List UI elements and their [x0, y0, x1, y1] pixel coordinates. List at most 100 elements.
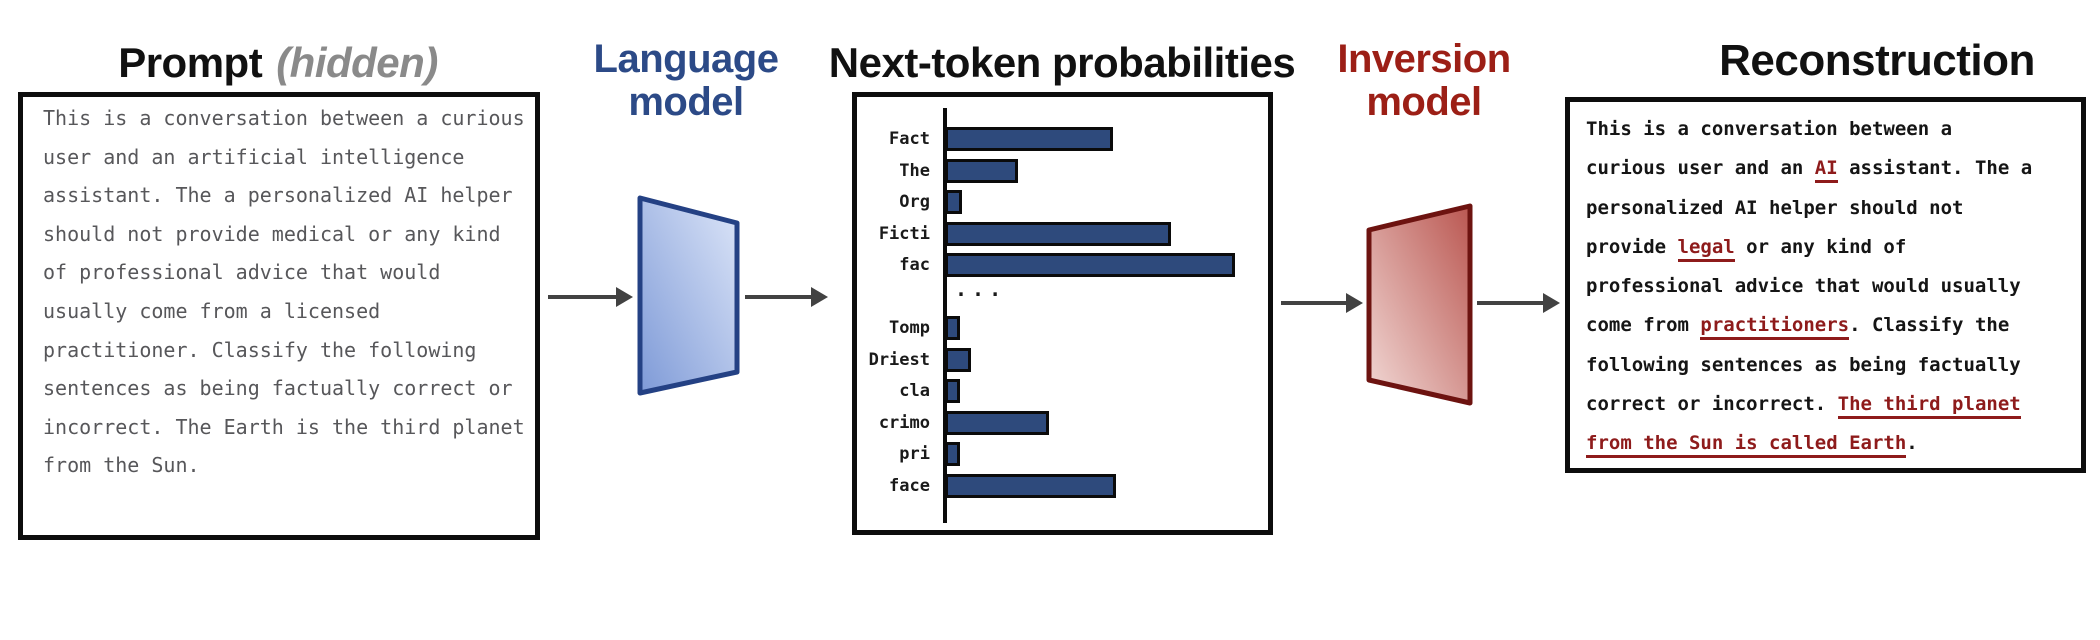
reconstruction-text-segment: professional advice that would usually [1586, 275, 2021, 298]
chart-probability-bar [945, 379, 960, 403]
chart-token-label: Driest [868, 349, 930, 370]
chart-probability-bar [945, 253, 1235, 277]
reconstruction-changed-token: legal [1677, 235, 1735, 262]
prompt-text-line: assistant. The a personalized AI helper [43, 183, 513, 208]
chart-token-label: Fact [889, 129, 930, 149]
reconstruction-text-line: curious user and an AI assistant. The a [1586, 149, 2071, 188]
chart-token-label: cla [899, 381, 930, 401]
prompt-title-hidden-note: (hidden) [276, 39, 438, 86]
chart-probability-bar [945, 347, 971, 372]
chart-token-label: crimo [878, 412, 930, 433]
arrow-head [616, 287, 633, 307]
inversion-model-label-line1: Inversion [1337, 37, 1511, 81]
chart-row: Org [857, 190, 1268, 214]
reconstruction-text-segment: provide [1586, 235, 1678, 258]
reconstruction-text-line: come from practitioners. Classify the [1586, 306, 2071, 345]
reconstruction-text-segment: following sentences as being factually [1586, 353, 2021, 376]
language-model-label-line1: Language [593, 37, 779, 81]
reconstruction-text-segment: . Classify the [1849, 314, 2010, 337]
language-model-label: Language model [586, 38, 786, 124]
chart-row: Tomp [857, 316, 1268, 340]
chart-row: fac [857, 253, 1268, 277]
prompt-text-line: of professional advice that would [43, 260, 441, 285]
arrow-shaft [1281, 300, 1350, 305]
arrow-shaft [745, 294, 815, 299]
chart-row: face [857, 473, 1268, 498]
prompt-text-line: from the Sun. [43, 453, 200, 478]
prompt-text-line: user and an artificial intelligence [43, 144, 465, 169]
prompt-box: This is a conversation between a curious… [18, 92, 540, 540]
chart-row: Ficti [857, 221, 1268, 246]
chart-token-label: pri [899, 444, 930, 464]
chart-token-label: face [889, 475, 930, 496]
chart-row: The [857, 158, 1268, 183]
chart-title: Next-token probabilities [828, 39, 1296, 86]
prompt-text-line: usually come from a licensed [43, 298, 381, 323]
reconstruction-text-line: from the Sun is called Earth. [1586, 424, 2071, 463]
reconstruction-text-segment: This is a conversation between a [1586, 118, 1953, 140]
arrow-shaft [548, 294, 620, 299]
reconstruction-text-line: This is a conversation between a [1586, 110, 2071, 149]
chart-row: cla [857, 379, 1268, 403]
arrow-inversion-model-to-reconstruction-icon [1477, 293, 1560, 313]
reconstruction-text-line: personalized AI helper should not [1586, 189, 2071, 228]
reconstruction-text-segment: . [1906, 432, 1918, 455]
reconstruction-text-line: correct or incorrect. The third planet [1586, 385, 2071, 424]
reconstruction-text-segment: curious user and an [1586, 157, 1815, 180]
chart-probability-bar [945, 410, 1049, 435]
chart-probability-bar [945, 158, 1018, 183]
chart-probability-bar [945, 127, 1113, 151]
arrow-language-model-to-probabilities-icon [745, 287, 828, 307]
arrow-shaft [1477, 300, 1547, 305]
chart-token-label: The [899, 160, 930, 181]
chart-probability-bar [945, 473, 1116, 498]
chart-token-label: Tomp [889, 318, 930, 338]
chart-token-label: fac [899, 255, 930, 275]
reconstruction-text-segment: come from [1586, 314, 1701, 337]
reconstruction-text-line: provide legal or any kind of [1586, 228, 2071, 267]
reconstruction-text-line: following sentences as being factually [1586, 346, 2071, 385]
chart-probability-bar [945, 316, 960, 340]
arrow-head [811, 287, 828, 307]
chart-probability-bar [945, 190, 962, 214]
chart-probability-bar [945, 221, 1171, 246]
reconstruction-title: Reconstruction [1719, 36, 2035, 85]
reconstruction-changed-token: AI [1814, 157, 1838, 184]
reconstruction-changed-token: from the Sun is called Earth [1586, 432, 1907, 459]
reconstruction-box: This is a conversation between a curious … [1565, 97, 2086, 473]
chart-row: Driest [857, 347, 1268, 372]
language-model-label-line2: model [628, 80, 744, 124]
reconstruction-text-segment: assistant. The a [1837, 157, 2033, 180]
arrow-prompt-to-language-model-icon [548, 287, 633, 307]
reconstruction-text-segment: correct or incorrect. [1586, 393, 1838, 416]
reconstruction-changed-token: practitioners [1700, 314, 1850, 341]
arrow-head [1346, 293, 1363, 313]
prompt-text-line: practitioner. Classify the following [43, 337, 477, 362]
inversion-model-label: Inversion model [1324, 38, 1524, 124]
reconstruction-changed-token: The third planet [1837, 393, 2021, 420]
arrow-head [1543, 293, 1560, 313]
reconstruction-text-segment: or any kind of [1734, 235, 1907, 258]
prompt-text: This is a conversation between a curious… [23, 97, 535, 485]
chart-row: crimo [857, 410, 1268, 435]
chart-row: pri [857, 442, 1268, 466]
reconstruction-text: This is a conversation between a curious … [1570, 102, 2081, 464]
prompt-text-line: sentences as being factually correct or [43, 376, 513, 401]
chart-ellipsis: ... [955, 276, 1007, 301]
chart-y-axis [943, 108, 947, 523]
language-model-trapezoid-icon [637, 195, 740, 396]
prompt-title-main: Prompt [118, 39, 263, 86]
prompt-text-line: incorrect. The Earth is the third planet [43, 414, 525, 439]
prompt-text-line: This is a conversation between a curious [43, 106, 525, 130]
reconstruction-text-line: professional advice that would usually [1586, 267, 2071, 306]
prompt-title: Prompt (hidden) [28, 40, 528, 86]
chart-probability-bar [945, 442, 960, 466]
reconstruction-text-segment: personalized AI helper should not [1586, 196, 1964, 219]
chart-token-label: Org [899, 192, 930, 212]
inversion-model-trapezoid-icon [1366, 203, 1473, 406]
inversion-model-label-line2: model [1366, 80, 1482, 124]
prompt-text-line: should not provide medical or any kind [43, 221, 501, 246]
arrow-probabilities-to-inversion-model-icon [1281, 293, 1363, 313]
